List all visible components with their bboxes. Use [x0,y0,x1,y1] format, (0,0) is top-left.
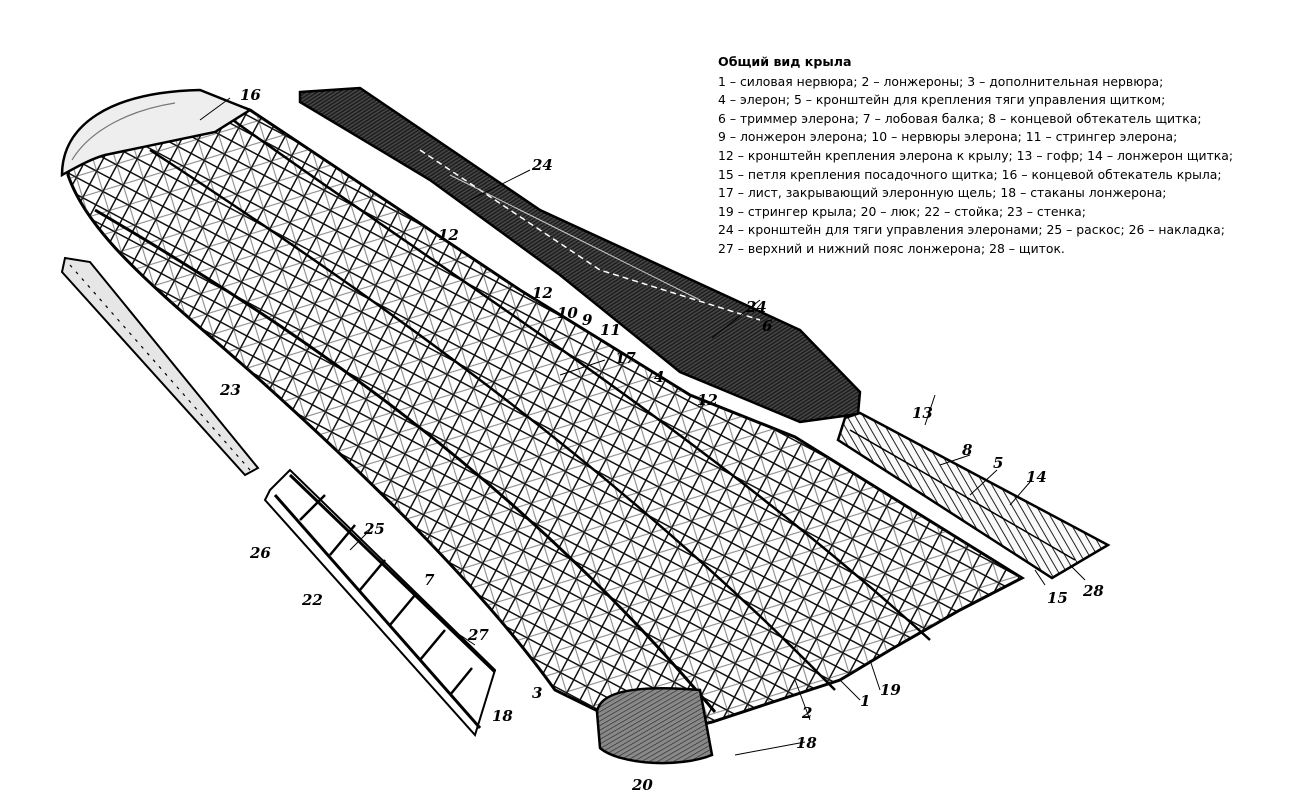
callout-24-lower: 24 [745,298,767,316]
callout-7: 7 [424,571,435,589]
legend-line: 6 – триммер элерона; 7 – лобовая балка; … [718,110,1202,126]
callout-24-upper: 24 [531,156,553,174]
landing-flap [836,411,1111,580]
callout-18-left: 18 [492,707,513,725]
callout-3: 3 [532,684,542,702]
callout-10: 10 [557,304,578,322]
wing-tip-fairing [60,88,253,178]
callout-28: 28 [1082,582,1104,600]
wing-frame [66,91,1026,731]
legend-line: 17 – лист, закрывающий элеронную щель; 1… [718,185,1167,201]
callout-26: 26 [249,544,271,562]
spar-web [60,256,260,477]
callout-11: 11 [600,321,621,339]
callout-22: 22 [301,591,323,609]
aileron [298,86,862,424]
root-hatch [595,686,714,765]
callout-20: 20 [631,776,653,794]
callout-12-middle: 12 [532,284,553,302]
legend-line: 4 – элерон; 5 – кронштейн для крепления … [718,92,1166,108]
callout-18-right: 18 [796,734,817,752]
callout-15: 15 [1047,589,1068,607]
callout-8: 8 [962,441,973,459]
callout-19: 19 [880,681,901,699]
spar-truss [263,468,497,737]
callout-12-lower: 12 [697,391,718,409]
callout-23: 23 [219,381,241,399]
legend-line: 19 – стрингер крыла; 20 – люк; 22 – стой… [718,203,1086,219]
legend-line: 1 – силовая нервюра; 2 – лонжероны; 3 – … [718,73,1164,89]
legend-line: 27 – верхний и нижний пояс лонжерона; 28… [718,240,1065,256]
callout-6: 6 [762,317,773,335]
callout-labels: 16 24 12 12 10 9 11 24 6 4 12 17 23 13 8… [219,86,1104,794]
callout-14: 14 [1026,468,1047,486]
leader-lines [199,97,1086,756]
callout-1: 1 [860,692,870,710]
legend-line: 24 – кронштейн для тяги управления элеро… [718,222,1225,238]
legend: Общий вид крыла 1 – силовая нервюра; 2 –… [718,53,1278,259]
legend-line: 9 – лонжерон элерона; 10 – нервюры элеро… [718,129,1178,145]
callout-5: 5 [993,454,1003,472]
callout-13: 13 [912,404,933,422]
legend-line: 12 – кронштейн крепления элерона к крылу… [718,147,1234,163]
callout-17: 17 [615,349,636,367]
callout-25: 25 [363,520,385,538]
callout-12-upper: 12 [438,226,459,244]
callout-9: 9 [582,311,593,329]
callout-2: 2 [801,704,812,722]
legend-title: Общий вид крыла [718,54,852,69]
legend-line: 15 – петля крепления посадочного щитка; … [718,166,1222,182]
callout-27: 27 [467,626,489,644]
callout-4: 4 [654,368,664,386]
callout-16: 16 [240,86,261,104]
